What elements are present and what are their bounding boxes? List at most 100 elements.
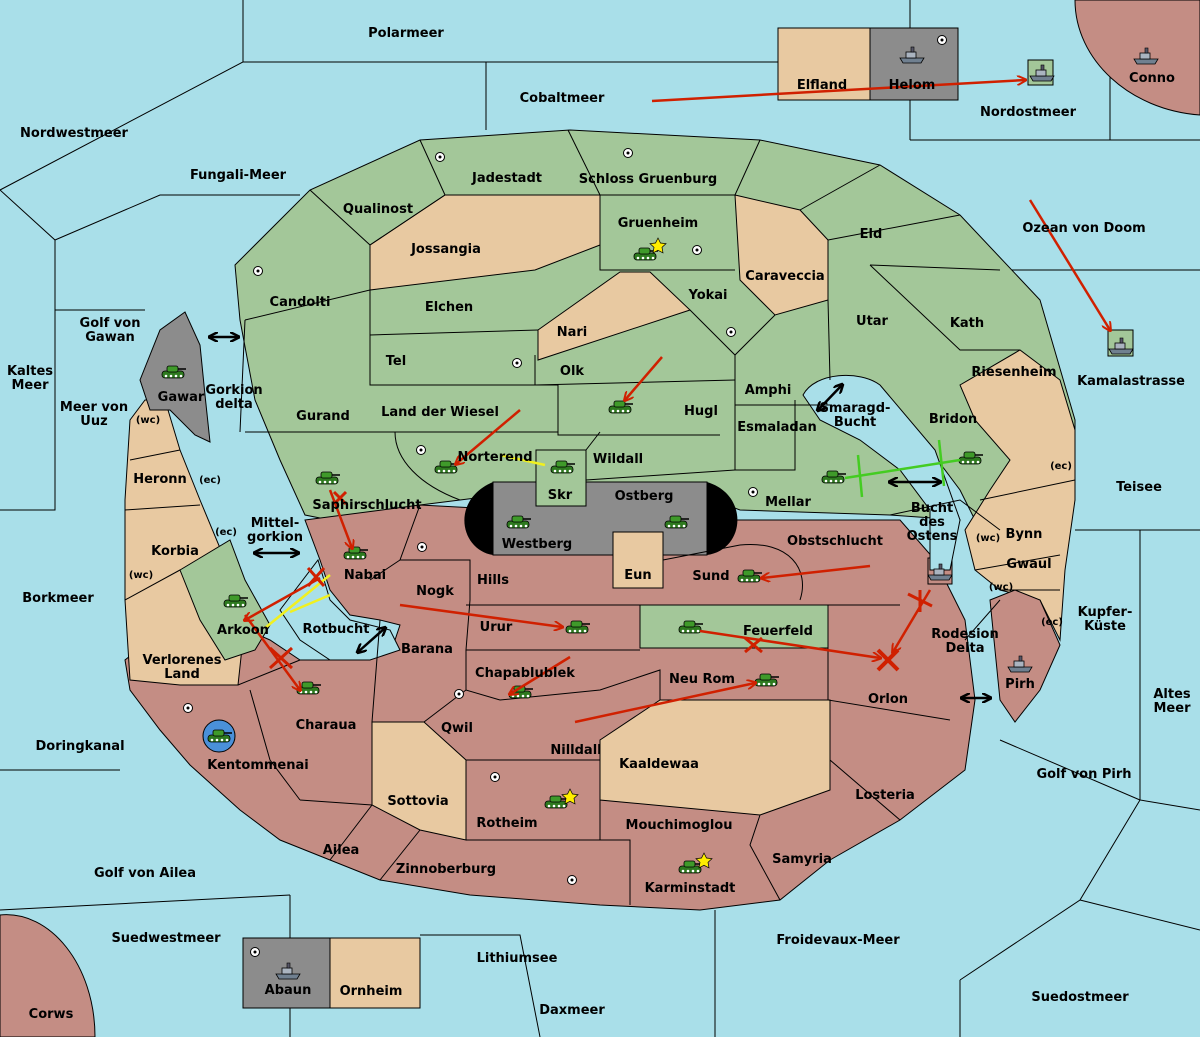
- label-jossangia: Jossangia: [410, 242, 481, 257]
- convoy-links: [210, 337, 990, 698]
- label-elchen: Elchen: [425, 300, 473, 315]
- label-neu-rom: Neu Rom: [669, 672, 735, 687]
- label-orlon: Orlon: [868, 692, 908, 707]
- label-doringkanal: Doringkanal: [35, 739, 124, 754]
- label-gawar: Gawar: [158, 390, 205, 405]
- label-mittel-gorkion: Mittel-gorkion: [247, 516, 303, 545]
- label-saphirschlucht: Saphirschlucht: [312, 498, 421, 513]
- label-gwaul: Gwaul: [1006, 557, 1051, 572]
- label-heronn: Heronn: [133, 472, 187, 487]
- label-froidevaux-meer: Froidevaux-Meer: [776, 933, 900, 948]
- coast-gawar-wc: (wc): [136, 415, 160, 426]
- label-bridon: Bridon: [929, 412, 977, 427]
- label-caraveccia: Caraveccia: [745, 269, 824, 284]
- label-polarmeer: Polarmeer: [368, 26, 444, 41]
- label-eun: Eun: [624, 568, 651, 583]
- label-nordwestmeer: Nordwestmeer: [20, 126, 128, 141]
- support-orders: [264, 453, 546, 629]
- label-abaun: Abaun: [265, 983, 312, 998]
- label-urur: Urur: [480, 620, 513, 635]
- label-esmaladan: Esmaladan: [737, 420, 817, 435]
- eun-over: [612, 531, 664, 589]
- label-olk: Olk: [560, 364, 585, 379]
- label-skr: Skr: [548, 488, 573, 503]
- label-hills: Hills: [477, 573, 509, 588]
- label-gurand: Gurand: [296, 409, 350, 424]
- label-nordostmeer: Nordostmeer: [980, 105, 1077, 120]
- mountain-cap-east: [707, 482, 738, 555]
- move-orders: [245, 80, 1110, 724]
- label-qualinost: Qualinost: [343, 202, 413, 217]
- label-bynn: Bynn: [1006, 527, 1043, 542]
- label-mellar: Mellar: [765, 495, 811, 510]
- label-nilldall: Nilldall: [550, 743, 601, 758]
- label-obstschlucht: Obstschlucht: [787, 534, 883, 549]
- label-kath: Kath: [950, 316, 984, 331]
- label-feuerfeld: Feuerfeld: [743, 624, 813, 639]
- label-qwil: Qwil: [441, 721, 473, 736]
- label-barana: Barana: [401, 642, 453, 657]
- label-arkoon: Arkoon: [217, 623, 269, 638]
- label-utar: Utar: [856, 314, 889, 329]
- land-labels: Elfland Helom Conno Jadestadt Schloss Gr…: [29, 71, 1175, 1022]
- label-ozean-von-doom: Ozean von Doom: [1022, 221, 1145, 236]
- label-smaragd-bucht: Smaragd-Bucht: [820, 401, 891, 430]
- label-jadestadt: Jadestadt: [471, 171, 542, 186]
- coast-korbia-ec: (ec): [215, 527, 237, 538]
- nari-land: [537, 271, 691, 361]
- label-eld: Eld: [860, 227, 883, 242]
- province-borders: [124, 129, 1076, 905]
- label-kupfer-kueste: Kupfer-Küste: [1078, 605, 1133, 634]
- conno-land: [1074, 0, 1200, 116]
- coast-gwaul-wc: (wc): [989, 582, 1013, 593]
- label-sottovia: Sottovia: [387, 794, 448, 809]
- label-zinnoberburg: Zinnoberburg: [396, 862, 496, 877]
- label-cobaltmeer: Cobaltmeer: [520, 91, 605, 106]
- label-candolti: Candolti: [270, 295, 331, 310]
- label-mouchimoglou: Mouchimoglou: [626, 818, 733, 833]
- bounce-marker: [876, 648, 900, 672]
- pirh-land: [989, 589, 1061, 723]
- label-korbia: Korbia: [151, 544, 199, 559]
- label-schloss-gruenburg: Schloss Gruenburg: [579, 172, 717, 187]
- label-kamalastrasse: Kamalastrasse: [1077, 374, 1185, 389]
- failed-order-crosses: [268, 490, 933, 670]
- label-hugl: Hugl: [684, 404, 718, 419]
- label-pirh: Pirh: [1005, 677, 1035, 692]
- label-helom: Helom: [889, 78, 936, 93]
- label-lithiumsee: Lithiumsee: [477, 951, 558, 966]
- label-ornheim: Ornheim: [340, 984, 403, 999]
- label-yokai: Yokai: [687, 288, 727, 303]
- label-daxmeer: Daxmeer: [539, 1003, 605, 1018]
- label-fungali-meer: Fungali-Meer: [190, 168, 287, 183]
- label-samyria: Samyria: [772, 852, 832, 867]
- label-elfland: Elfland: [797, 78, 847, 93]
- label-teisee: Teisee: [1116, 480, 1162, 495]
- label-golf-von-pirh: Golf von Pirh: [1036, 767, 1131, 782]
- label-chapablublek: Chapablublek: [475, 666, 575, 681]
- label-ailea: Ailea: [323, 843, 360, 858]
- coast-gwaul-ec: (ec): [1041, 617, 1063, 628]
- label-nabai: Nabai: [344, 568, 386, 583]
- label-sund: Sund: [692, 569, 729, 584]
- label-nari: Nari: [557, 325, 588, 340]
- label-corws: Corws: [29, 1007, 74, 1022]
- home-stars: [561, 237, 713, 869]
- mountain-cap-west: [464, 482, 493, 555]
- label-ostberg: Ostberg: [615, 489, 674, 504]
- label-rotbucht: Rotbucht: [303, 622, 370, 637]
- coast-heronn-ec: (ec): [199, 475, 221, 486]
- label-charaua: Charaua: [296, 718, 357, 733]
- label-suedwestmeer: Suedwestmeer: [111, 931, 221, 946]
- hold-lines: [844, 439, 961, 498]
- label-tel: Tel: [386, 354, 406, 369]
- label-riesenheim: Riesenheim: [971, 365, 1056, 380]
